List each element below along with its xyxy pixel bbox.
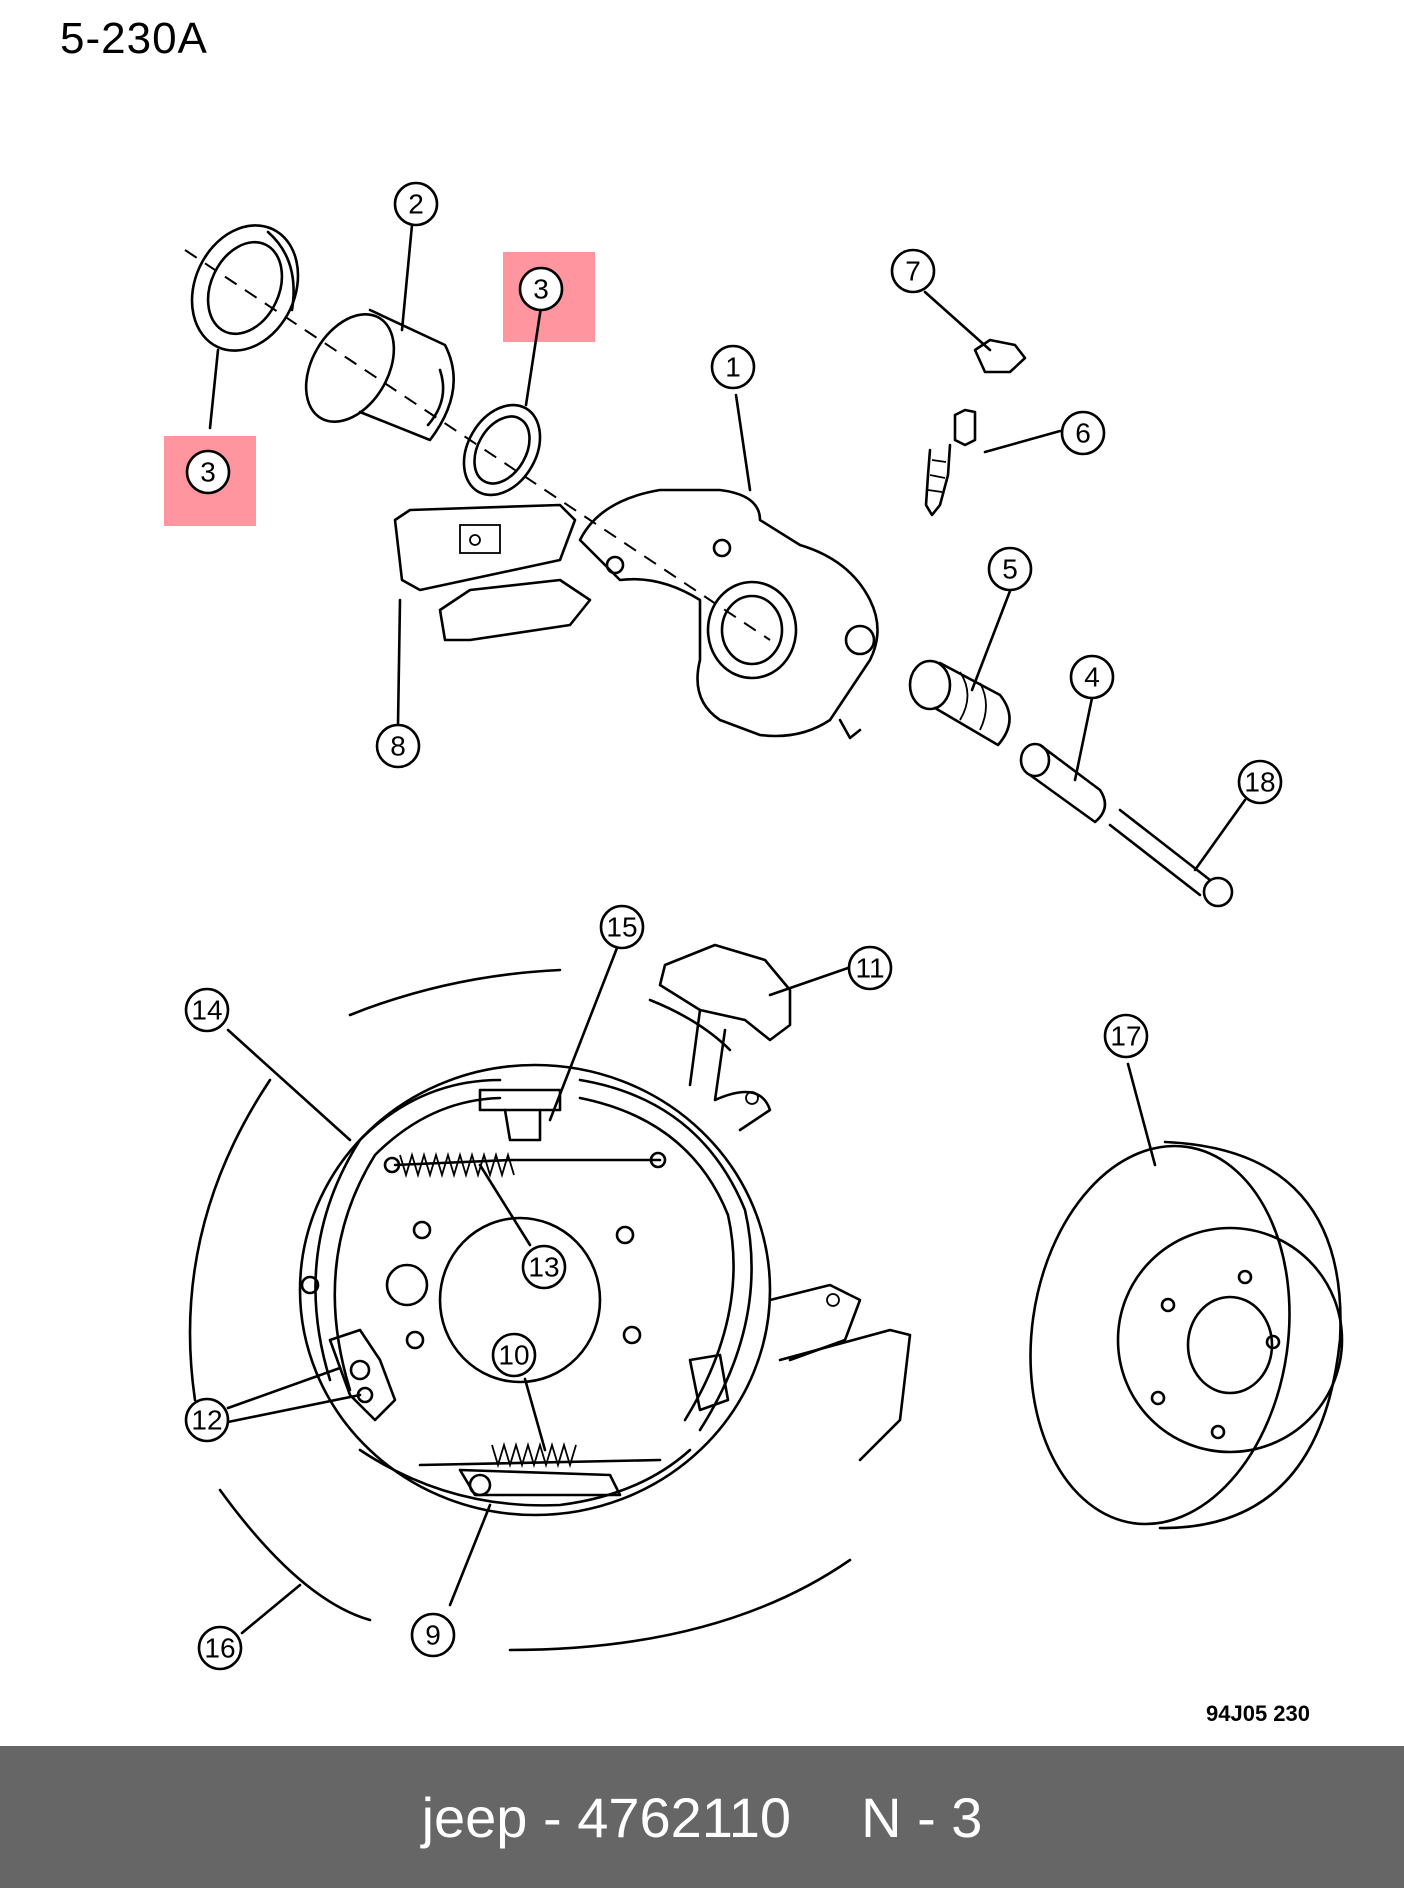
- callout-4-label: 4: [1084, 662, 1100, 693]
- callout-15: 15: [599, 904, 645, 950]
- callout-14: 14: [184, 987, 230, 1033]
- callout-9: 9: [410, 1612, 456, 1658]
- quantity-label: N - 3: [861, 1785, 983, 1849]
- piston-boot-drawing: [190, 224, 300, 352]
- backing-plate-drawing: [298, 1063, 772, 1517]
- callout-3-upper-label: 3: [533, 274, 549, 305]
- bleeder-cap-drawing: [973, 338, 1027, 374]
- exploded-parts-diagram: 2 3 3 1 7 6 5 4 18 8 15 11: [164, 181, 1344, 1671]
- piston-drawing: [304, 308, 455, 442]
- callout-17: 17: [1103, 1013, 1149, 1059]
- callout-10-label: 10: [498, 1340, 529, 1371]
- dust-shield-drawing: [188, 968, 852, 1652]
- caliper-housing-drawing: [578, 488, 879, 740]
- callout-2: 2: [393, 181, 439, 227]
- brake-rotor-drawing: [1029, 1140, 1344, 1530]
- brake-pads-drawing: [393, 503, 592, 642]
- bleeder-screw-drawing: [924, 408, 977, 517]
- guide-sleeve-drawing: [1019, 742, 1107, 824]
- callout-18: 18: [1237, 759, 1283, 805]
- callout-3-lower: 3: [185, 449, 231, 495]
- callout-2-label: 2: [408, 189, 424, 220]
- callout-8: 8: [375, 723, 421, 769]
- callout-11: 11: [847, 945, 893, 991]
- callout-16-label: 16: [204, 1633, 235, 1664]
- anchor-hardware-drawing: [478, 1088, 562, 1142]
- leader-lines: [208, 223, 1247, 1635]
- upper-return-spring-drawing: [383, 1151, 667, 1179]
- backing-plate-bracket-drawing: [768, 1283, 912, 1462]
- callout-12: 12: [184, 1397, 230, 1443]
- callout-16: 16: [197, 1625, 243, 1671]
- callout-7: 7: [890, 248, 936, 294]
- guide-pin-drawing: [1108, 808, 1234, 908]
- callout-6-label: 6: [1075, 418, 1091, 449]
- callout-15-label: 15: [606, 912, 637, 943]
- assembly-axis-line: [184, 249, 771, 641]
- callout-1-label: 1: [725, 352, 741, 383]
- callout-3-lower-label: 3: [200, 457, 216, 488]
- part-info-footer: jeep - 4762110 N - 3: [0, 1746, 1404, 1888]
- callout-5: 5: [987, 546, 1033, 592]
- part-number-label: jeep - 4762110: [421, 1785, 792, 1849]
- callout-13: 13: [521, 1244, 567, 1290]
- callout-17-label: 17: [1110, 1021, 1141, 1052]
- lower-spring-adjuster-drawing: [418, 1441, 662, 1497]
- drawing-code: 94J05 230: [1206, 1701, 1310, 1726]
- callout-12-label: 12: [191, 1405, 222, 1436]
- callout-3-upper: 3: [518, 266, 564, 312]
- callout-11-label: 11: [855, 953, 884, 984]
- callout-7-label: 7: [905, 256, 921, 287]
- callout-13-label: 13: [528, 1252, 559, 1283]
- callout-4: 4: [1069, 654, 1115, 700]
- callout-18-label: 18: [1244, 767, 1275, 798]
- piston-seal-drawing: [462, 403, 542, 497]
- callout-14-label: 14: [191, 995, 222, 1026]
- brake-shoes-drawing: [314, 1078, 753, 1507]
- callout-6: 6: [1060, 410, 1106, 456]
- guide-bushing-drawing: [908, 659, 1011, 747]
- parking-brake-lever-drawing: [658, 943, 792, 1132]
- callout-1: 1: [710, 344, 756, 390]
- hold-down-clips-drawing: [328, 1328, 730, 1422]
- callout-5-label: 5: [1002, 554, 1018, 585]
- callout-8-label: 8: [390, 731, 406, 762]
- callout-9-label: 9: [425, 1620, 441, 1651]
- diagram-reference-label: 5-230A: [60, 14, 208, 63]
- callout-10: 10: [491, 1332, 537, 1378]
